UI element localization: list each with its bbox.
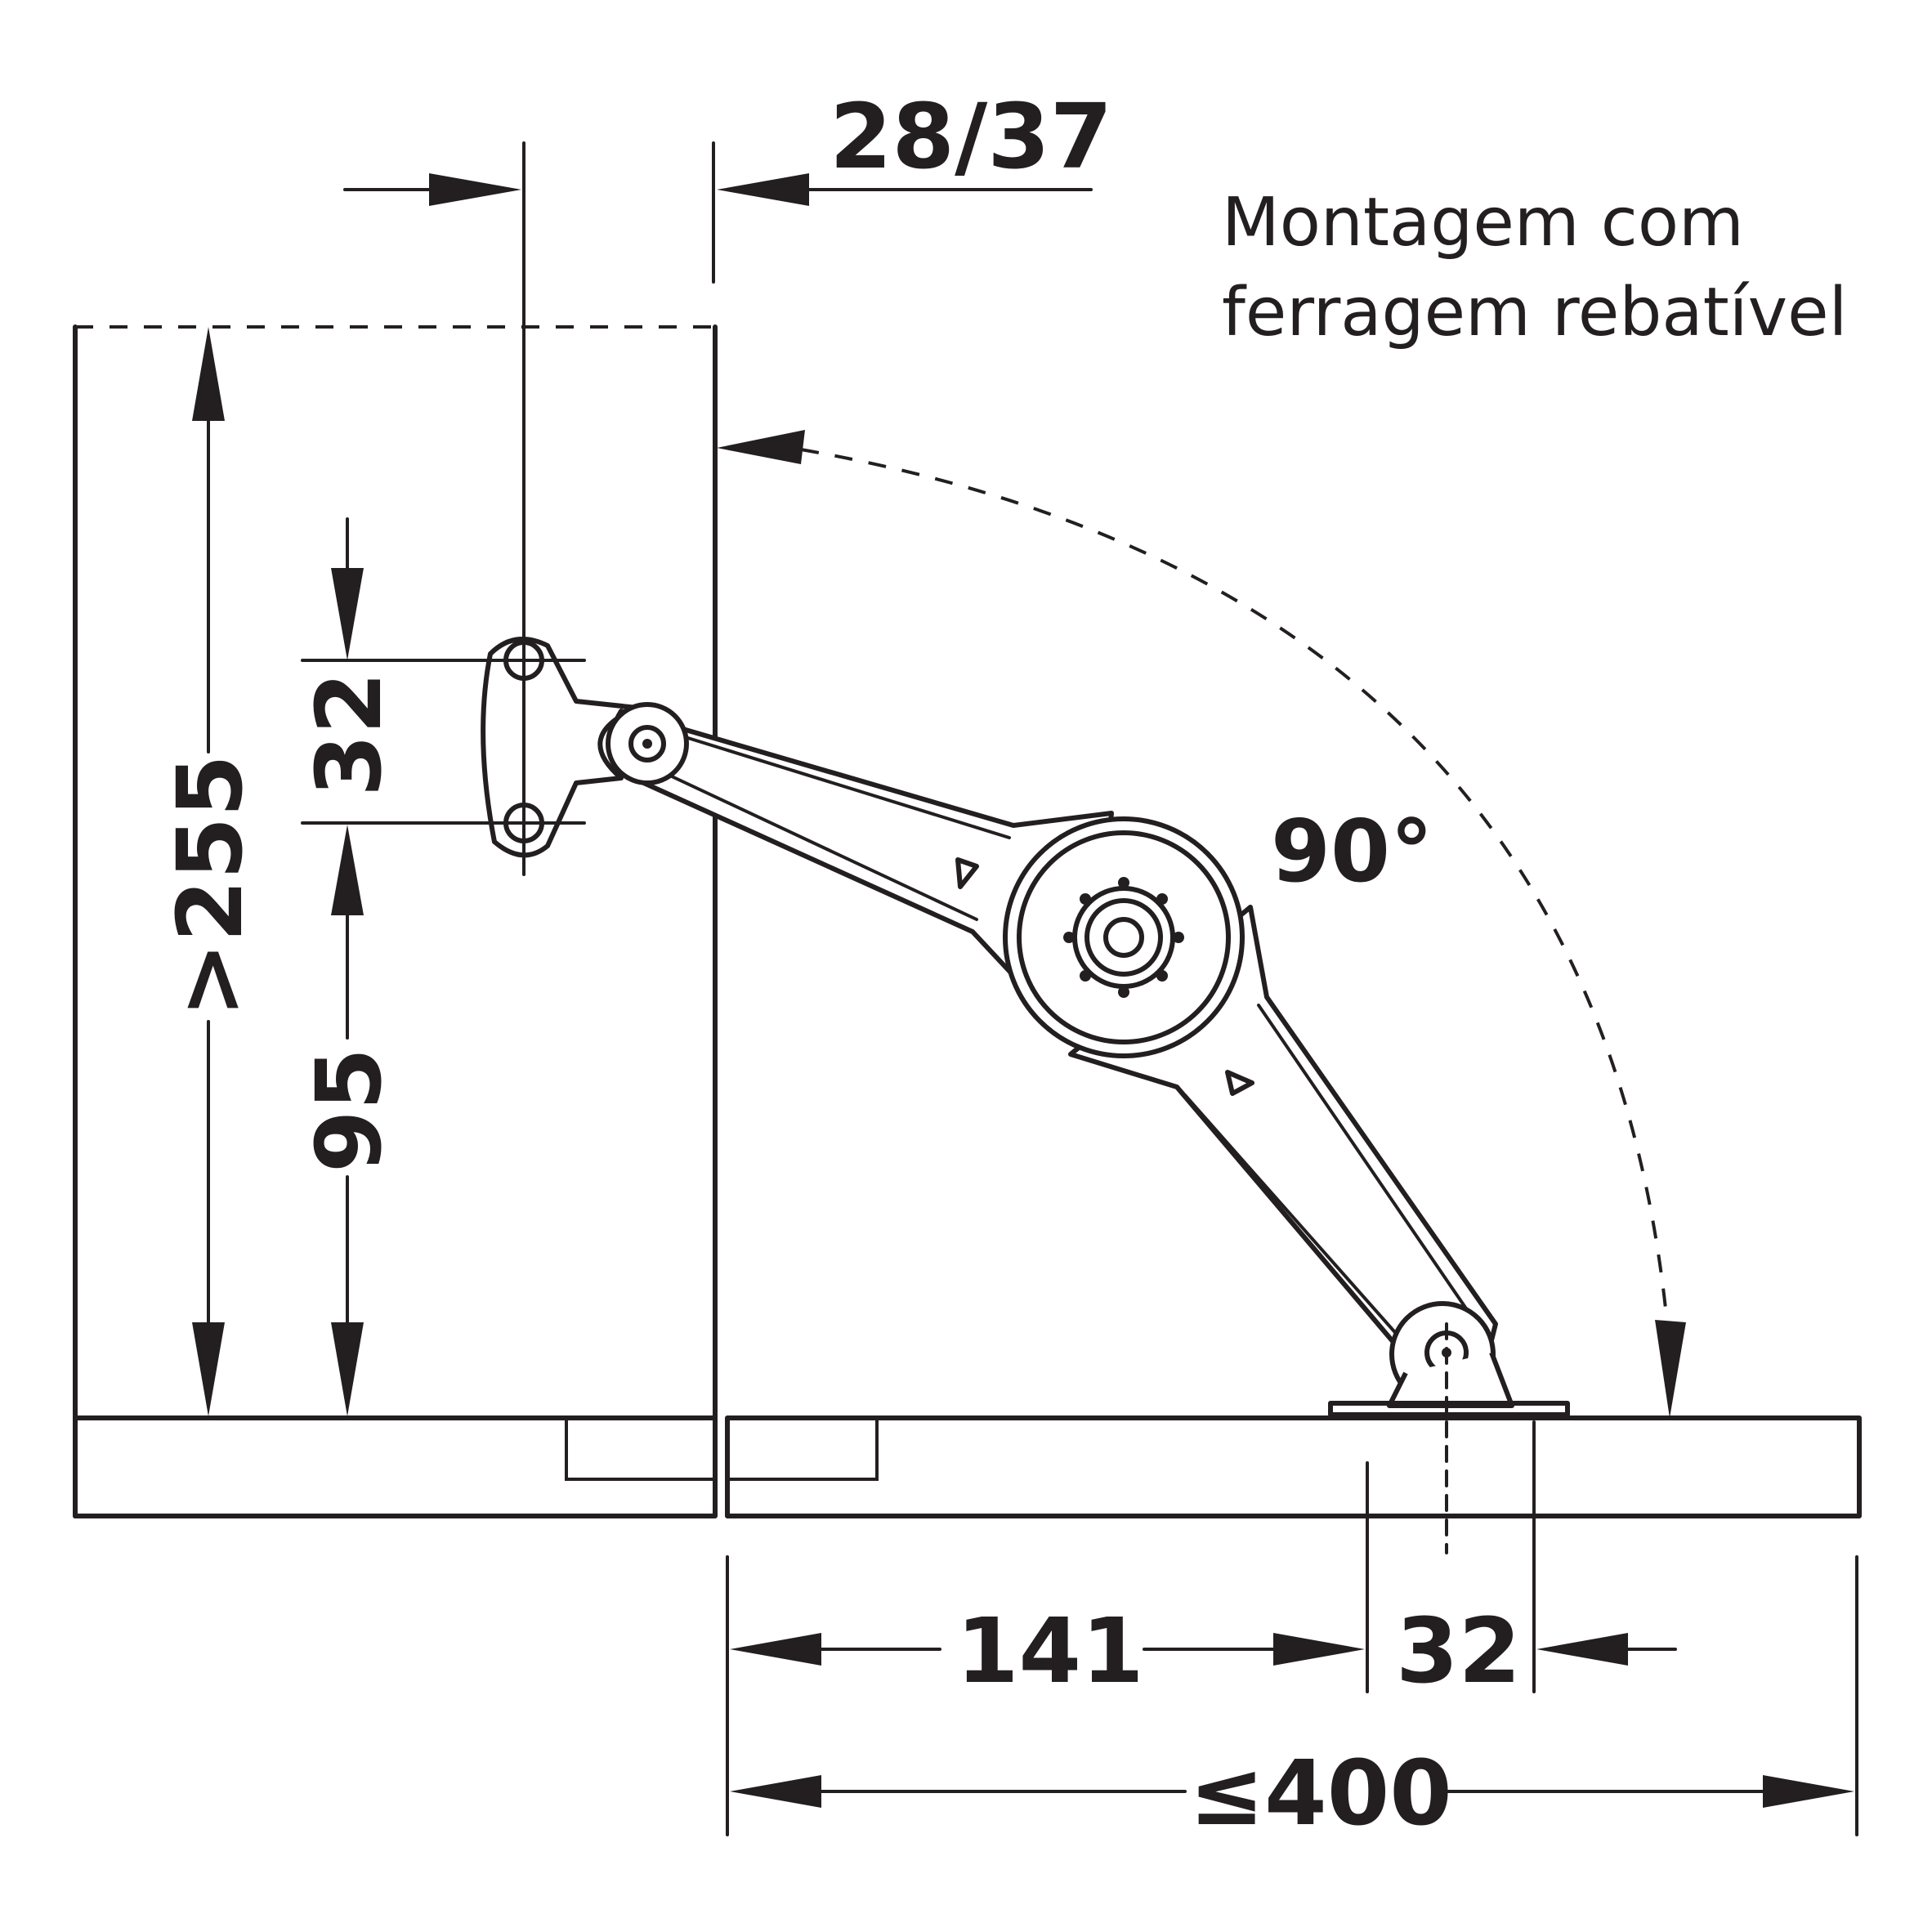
- adjustment-wheel-inner: [1085, 898, 1163, 977]
- center-lines: [301, 141, 1448, 1554]
- dimension-label-distance: 141: [956, 1599, 1144, 1703]
- arrow-head: [331, 825, 364, 915]
- upper-pivot-pin: [628, 725, 666, 763]
- note-line-1: Montagem com: [1222, 184, 1744, 262]
- arrow-head: [429, 173, 521, 206]
- arrow-head: [331, 1322, 364, 1416]
- dimension-255: >255: [158, 327, 262, 1416]
- arrow-head: [1763, 1775, 1854, 1808]
- upper-mounting-plate: [481, 637, 640, 858]
- arrow-head: [730, 1633, 821, 1666]
- dimension-28-37: 28/37: [343, 84, 1112, 284]
- cabinet-structure: [73, 324, 1862, 1518]
- arrow-head: [730, 1775, 821, 1808]
- arrow-head: [1655, 1320, 1686, 1418]
- arrow-head: [717, 173, 809, 206]
- bottom-panel-left: [73, 1415, 718, 1518]
- dimension-label-hole-spacing-vertical: 32: [297, 672, 401, 797]
- spring-housing-inner: [1017, 830, 1231, 1044]
- lid-panel-recess: [726, 1416, 879, 1481]
- adjustment-wheel-teeth: [1063, 877, 1184, 998]
- spring-housing-outer: [1003, 816, 1245, 1058]
- marker-triangle-upper: [955, 857, 979, 889]
- arrow-head: [192, 327, 225, 421]
- arrow-head: [717, 430, 805, 464]
- mounting-note: Montagem com ferragem rebatível: [1222, 184, 1847, 351]
- bottom-panel-left-recess: [565, 1416, 717, 1481]
- dimension-bottom: 141 32 ≤400: [726, 1420, 1858, 1845]
- arrow-head: [1273, 1633, 1365, 1666]
- dimension-95: 95: [297, 914, 401, 1416]
- dimension-label-offset: 28/37: [830, 84, 1112, 189]
- dimension-label-max-depth: ≤400: [1189, 1741, 1452, 1845]
- arrow-head: [192, 1322, 225, 1416]
- arrow-head: [1536, 1633, 1628, 1666]
- dimension-label-hole-height: 95: [297, 1048, 401, 1173]
- upper-arm-edge-lower: [644, 763, 978, 921]
- lower-arm-edge: [1183, 1093, 1407, 1346]
- arrow-head: [331, 568, 364, 660]
- marker-triangle-lower: [1225, 1070, 1254, 1096]
- dimension-label-min-height: >255: [158, 754, 262, 1017]
- dimension-32-vertical: 32: [297, 517, 401, 915]
- dimension-label-hole-spacing-horizontal: 32: [1396, 1599, 1521, 1703]
- dimension-angle: 90°: [717, 430, 1686, 1418]
- lower-mounting-plate: [1328, 1401, 1570, 1417]
- adjustment-screw: [1103, 917, 1144, 958]
- angle-label: 90°: [1271, 802, 1433, 901]
- upper-arm-edge: [652, 726, 1011, 839]
- note-line-2: ferragem rebatível: [1222, 274, 1847, 351]
- lid-stay-mechanism: [481, 637, 1570, 1417]
- lower-arm-edge-right: [1257, 1004, 1473, 1317]
- lid-panel: [725, 1415, 1862, 1518]
- opening-arc: [800, 448, 1669, 1325]
